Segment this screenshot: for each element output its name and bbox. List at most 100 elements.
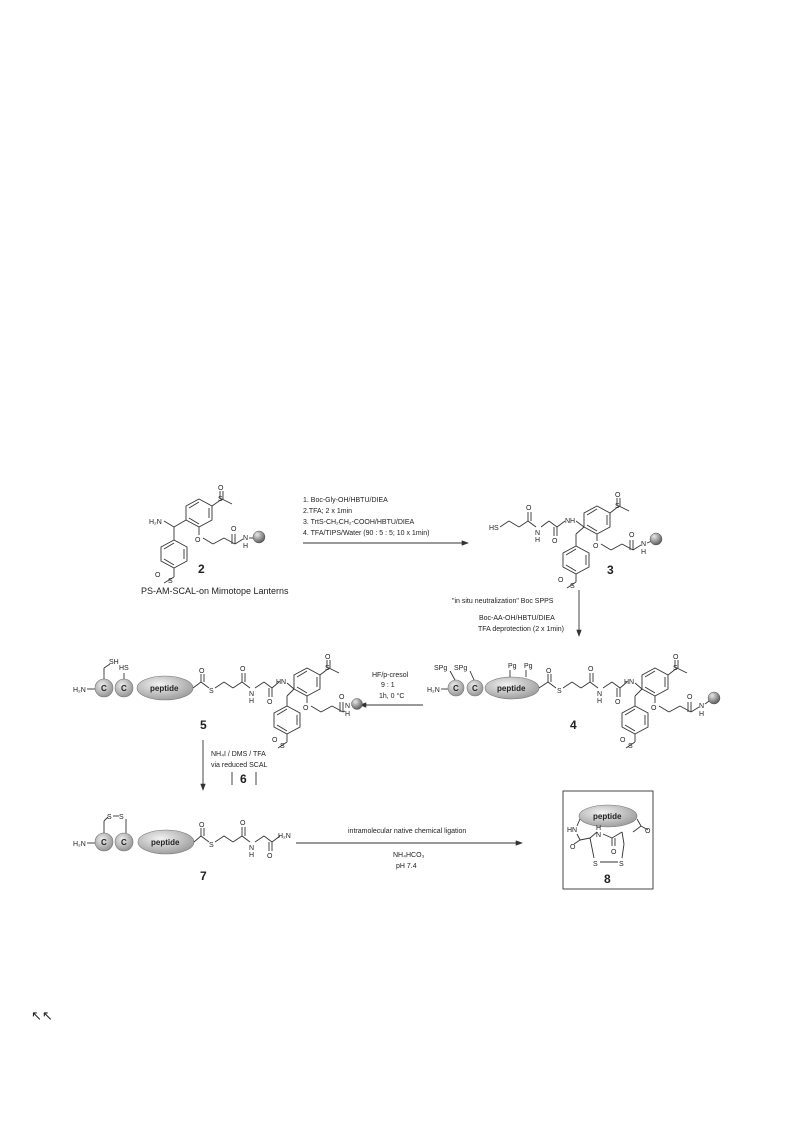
oxygen-label: O bbox=[526, 505, 532, 512]
protected-thiol-label: SPg bbox=[434, 665, 447, 672]
thiol-label: SH bbox=[109, 659, 119, 666]
step4-line-2: via reduced SCAL bbox=[211, 762, 268, 769]
oxygen-label: O bbox=[593, 543, 599, 550]
compound-8: peptide HN O N H O O S S 8 bbox=[562, 790, 654, 890]
thiol-label: HS bbox=[119, 665, 129, 672]
oxygen-label: O bbox=[267, 853, 273, 860]
oxygen-label: O bbox=[651, 705, 657, 712]
step2-line-1: "in situ neutralization" Boc SPPS bbox=[452, 598, 554, 605]
step1-line-3: 3. TrtS-CH₂CH₂-COOH/HBTU/DIEA bbox=[303, 519, 415, 526]
nh-label: N bbox=[249, 845, 254, 852]
oxygen-label: O bbox=[240, 666, 246, 673]
protected-thiol-label: SPg bbox=[454, 665, 467, 672]
step1-line-1: 1. Boc-Gly-OH/HBTU/DIEA bbox=[303, 497, 388, 504]
sulfur-label: S bbox=[557, 688, 562, 695]
oxygen-label: O bbox=[199, 668, 205, 675]
step5-above: intramolecular native chemical ligation bbox=[348, 828, 466, 835]
oxygen-label: O bbox=[558, 577, 564, 584]
oxygen-label: O bbox=[240, 820, 246, 827]
oxygen-label: O bbox=[303, 705, 309, 712]
amide-label: H₂N bbox=[278, 833, 291, 840]
thiol-label: HS bbox=[489, 525, 499, 532]
amine-label: H₂N bbox=[73, 687, 86, 694]
cysteine-label: C bbox=[121, 838, 127, 847]
sulfur-label: S bbox=[593, 861, 598, 868]
nh-label: N bbox=[596, 832, 601, 839]
compound-5: H₂N C C SH HS peptide O S O N H O HN bbox=[73, 654, 363, 750]
sulfur-label: S bbox=[107, 814, 112, 821]
nh-label: NH bbox=[565, 518, 575, 525]
sulfur-label: S bbox=[119, 814, 124, 821]
step1-line-2: 2.TFA; 2 x 1min bbox=[303, 508, 352, 515]
nh-label: HN bbox=[567, 827, 577, 834]
oxygen-label: O bbox=[231, 526, 237, 533]
compound-number-5: 5 bbox=[200, 718, 207, 732]
step-3: HF/p-cresol 9 : 1 1h, 0 °C bbox=[359, 672, 423, 708]
nh-label: N bbox=[535, 530, 540, 537]
step-5: intramolecular native chemical ligation … bbox=[296, 828, 523, 870]
peptide-label: peptide bbox=[593, 812, 622, 821]
cysteine-label: C bbox=[472, 684, 478, 693]
oxygen-label: O bbox=[325, 654, 331, 661]
step5-below-2: pH 7.4 bbox=[396, 863, 417, 870]
cysteine-bead-icon bbox=[447, 679, 465, 697]
amine-label: H₂N bbox=[149, 519, 162, 526]
product-box bbox=[562, 790, 654, 890]
oxygen-label: O bbox=[552, 538, 558, 545]
compound-7: H₂N C C S S peptide O S O N H O H₂N bbox=[73, 814, 291, 883]
oxygen-label: O bbox=[155, 572, 161, 579]
oxygen-label: O bbox=[195, 537, 201, 544]
oxygen-label: O bbox=[629, 532, 635, 539]
h-label: H bbox=[641, 549, 646, 556]
h-label: H bbox=[243, 543, 248, 550]
compound-number-4: 4 bbox=[570, 718, 577, 732]
sulfur-label: S bbox=[325, 665, 330, 672]
oxygen-label: O bbox=[570, 844, 576, 851]
h-label: H bbox=[596, 825, 601, 832]
step3-line-2: 9 : 1 bbox=[381, 682, 395, 689]
peptide-label: peptide bbox=[150, 684, 179, 693]
nh-label: HN bbox=[276, 679, 286, 686]
cysteine-label: C bbox=[101, 684, 107, 693]
sulfur-label: S bbox=[209, 688, 214, 695]
protecting-group-label: Pg bbox=[524, 663, 533, 670]
oxygen-label: O bbox=[588, 666, 594, 673]
compound-number-6: 6 bbox=[240, 772, 247, 786]
step3-line-3: 1h, 0 °C bbox=[379, 692, 404, 700]
protecting-group-label: Pg bbox=[508, 663, 517, 670]
nh-label: N bbox=[641, 541, 646, 548]
nh-label: N bbox=[345, 703, 350, 710]
resin-bead-icon bbox=[707, 691, 721, 705]
sulfur-label: S bbox=[209, 842, 214, 849]
cysteine-label: C bbox=[121, 684, 127, 693]
cysteine-bead-icon bbox=[466, 679, 484, 697]
sulfur-label: S bbox=[280, 743, 285, 750]
back-to-top-icon[interactable]: ↖↖ bbox=[31, 1009, 53, 1024]
compound-number-3: 3 bbox=[607, 563, 614, 577]
oxygen-label: O bbox=[546, 668, 552, 675]
oxygen-label: O bbox=[687, 694, 693, 701]
oxygen-label: O bbox=[615, 699, 621, 706]
step-1: 1. Boc-Gly-OH/HBTU/DIEA 2.TFA; 2 x 1min … bbox=[303, 497, 469, 546]
cysteine-bead-icon bbox=[114, 832, 134, 852]
oxygen-label: O bbox=[267, 699, 273, 706]
step5-below-1: NH₄HCO₃ bbox=[393, 852, 425, 859]
step4-line-1: NH₄I / DMS / TFA bbox=[211, 751, 266, 758]
step-4: NH₄I / DMS / TFA via reduced SCAL 6 bbox=[200, 740, 268, 791]
oxygen-label: O bbox=[673, 654, 679, 661]
step1-line-4: 4. TFA/TIPS/Water (90 : 5 : 5; 10 x 1min… bbox=[303, 530, 429, 537]
oxygen-label: O bbox=[272, 737, 278, 744]
step3-line-1: HF/p-cresol bbox=[372, 672, 409, 679]
resin-bead-icon bbox=[351, 698, 363, 710]
h-label: H bbox=[345, 711, 350, 718]
sulfur-label: S bbox=[619, 861, 624, 868]
peptide-label: peptide bbox=[151, 838, 180, 847]
step2-line-3: TFA deprotection (2 x 1min) bbox=[478, 626, 564, 633]
sulfur-label: S bbox=[218, 496, 223, 503]
peptide-ellipse bbox=[578, 804, 638, 828]
compound-number-8: 8 bbox=[604, 872, 611, 886]
oxygen-label: O bbox=[218, 485, 224, 492]
step-2: "in situ neutralization" Boc SPPS Boc-AA… bbox=[452, 590, 582, 637]
amine-label: H₂N bbox=[73, 841, 86, 848]
